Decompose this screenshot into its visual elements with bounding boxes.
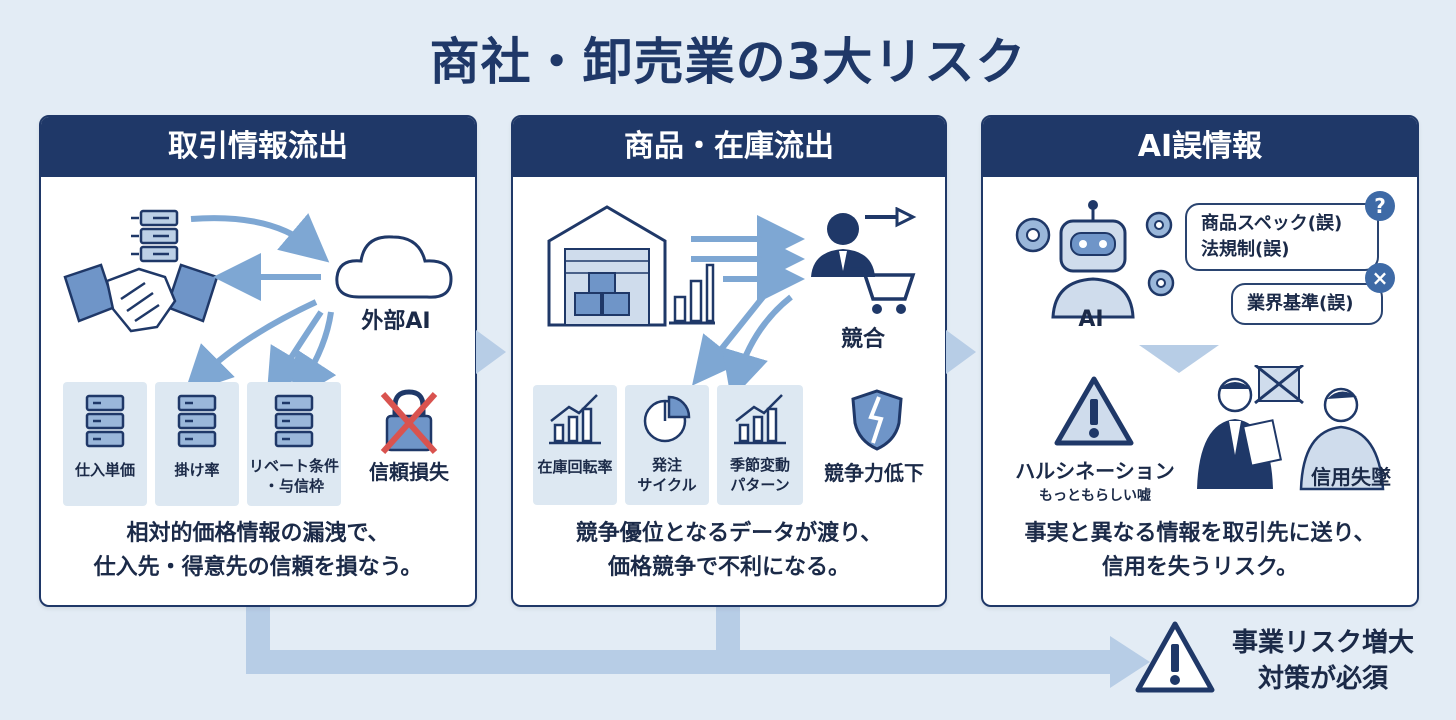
tile-label: リベート条件 ・与信枠 <box>248 457 339 495</box>
bar-chart-icon <box>734 394 786 445</box>
tile-label: 掛け率 <box>174 461 220 479</box>
data-flow-arrows <box>184 213 337 403</box>
panel-description: 競争優位となるデータが渡り、 価格競争で不利になる。 <box>575 521 883 580</box>
hallucination-sublabel: もっともらしい嘘 <box>1039 488 1151 504</box>
server-icon <box>85 394 125 448</box>
tile-seasonal-pattern: 季節変動 パターン <box>717 385 803 505</box>
panel-heading: AI誤情報 <box>983 117 1417 177</box>
bubble-line: 商品スペック(誤) <box>1201 213 1343 234</box>
robot-icon <box>1015 200 1175 319</box>
panel-description: 事実と異なる情報を取引先に送り、 信用を失うリスク。 <box>1024 521 1376 580</box>
down-arrow-icon <box>1139 345 1219 373</box>
warning-icon <box>1135 621 1215 693</box>
tile-trust-loss: 信頼損失 <box>349 382 469 506</box>
competitor-icon <box>811 207 917 314</box>
conclusion-line: 事業リスク増大 <box>1231 628 1414 658</box>
bubble-line: 法規制(誤) <box>1201 239 1290 260</box>
misinfo-bubble-spec: 商品スペック(誤) 法規制(誤) <box>1185 203 1379 271</box>
business-people-icon <box>1197 365 1385 491</box>
pie-chart-icon <box>643 395 691 443</box>
tile-label: 競争力低下 <box>824 461 924 485</box>
ai-label: AI <box>1078 307 1104 332</box>
bubble-line: 業界基準(誤) <box>1247 293 1354 314</box>
panel-heading: 取引情報流出 <box>41 117 475 177</box>
handshake-icon <box>63 263 219 333</box>
server-icon <box>177 394 217 448</box>
tile-label: 発注 サイクル <box>637 456 697 494</box>
warehouse-icon <box>547 205 715 327</box>
broken-shield-icon <box>851 389 903 451</box>
tile-inventory-turnover: 在庫回転率 <box>533 385 617 505</box>
conclusion-text: 事業リスク増大 対策が必須 <box>1208 625 1438 697</box>
question-icon: ? <box>1365 191 1395 221</box>
panel-description: 相対的価格情報の漏洩で、 仕入先・得意先の信頼を損なう。 <box>93 521 423 580</box>
panel-heading: 商品・在庫流出 <box>513 117 945 177</box>
trust-loss-label: 信用失墜 <box>1311 465 1391 489</box>
page-title: 商社・卸売業の3大リスク <box>429 33 1027 91</box>
cloud-icon <box>335 235 453 299</box>
misinfo-bubble-standard: 業界基準(誤) <box>1231 283 1383 325</box>
tile-discount-rate: 掛け率 <box>155 382 239 506</box>
tile-label: 在庫回転率 <box>537 458 613 476</box>
hallucination-label: ハルシネーション <box>1015 459 1175 483</box>
tile-label: 信頼損失 <box>369 460 449 484</box>
panel-transaction-leak: 取引情報流出 外部AI <box>39 115 477 607</box>
tile-label: 季節変動 パターン <box>729 456 790 494</box>
tile-competitiveness-drop: 競争力低下 <box>809 385 939 505</box>
conclusion-line: 対策が必須 <box>1257 664 1388 694</box>
chevron-right-icon <box>946 330 976 374</box>
server-icon <box>274 394 314 448</box>
tile-rebate-credit: リベート条件 ・与信枠 <box>247 382 341 506</box>
competitor-label: 競合 <box>840 327 885 352</box>
panel-ai-misinformation: AI誤情報 AI 商品スペック(誤) 法規制(誤) ? 業界基準(誤) × ハル… <box>981 115 1419 607</box>
data-flow-arrows <box>691 215 805 400</box>
flow-arrowhead <box>1110 636 1150 688</box>
tile-order-cycle: 発注 サイクル <box>625 385 709 505</box>
tile-purchase-price: 仕入単価 <box>63 382 147 506</box>
panel-inventory-leak: 商品・在庫流出 競合 <box>511 115 947 607</box>
warning-icon <box>1054 376 1134 446</box>
server-icon <box>131 209 179 263</box>
broken-lock-icon <box>380 389 438 455</box>
chevron-right-icon <box>476 330 506 374</box>
tile-label: 仕入単価 <box>74 461 135 479</box>
external-ai-label: 外部AI <box>361 309 431 334</box>
close-icon: × <box>1365 263 1395 293</box>
bar-chart-icon <box>549 394 601 445</box>
